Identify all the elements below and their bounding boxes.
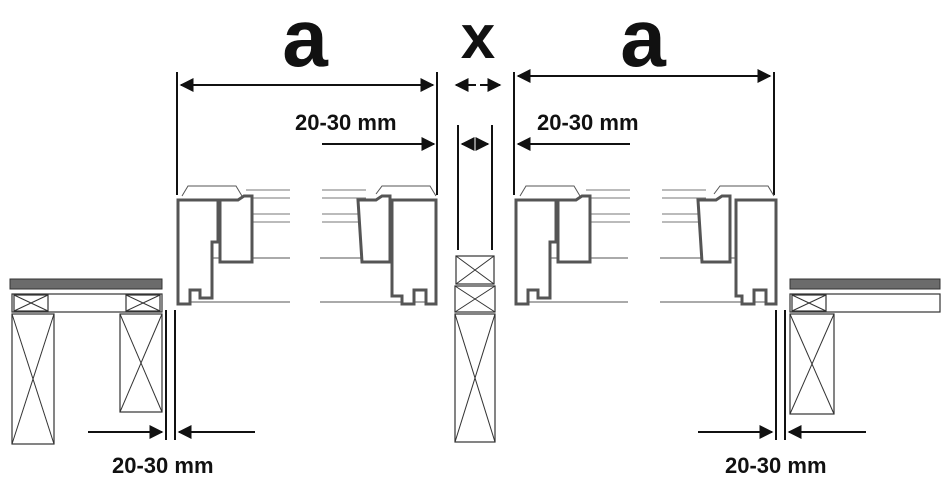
label-a-right: a — [620, 0, 667, 84]
dim-label-inner-right: 20-30 mm — [537, 110, 639, 135]
label-x: x — [461, 3, 496, 72]
dimension-bottom-right — [698, 310, 866, 440]
wall-construction-right — [789, 278, 941, 415]
dim-label-inner-left: 20-30 mm — [295, 110, 397, 135]
center-post — [454, 255, 496, 443]
window-profile-left-outer — [176, 185, 290, 306]
label-a-left: a — [282, 0, 329, 84]
wall-construction-left — [9, 278, 163, 445]
center-gap-marker — [457, 125, 493, 250]
dimension-a-left — [176, 72, 438, 195]
dimension-a-right — [513, 69, 775, 195]
dimension-bottom-left — [88, 310, 255, 440]
dim-label-bottom-left: 20-30 mm — [112, 453, 214, 478]
window-profile-left-inner — [322, 185, 438, 306]
window-profile-right-outer — [662, 185, 778, 306]
window-profile-right-inner — [514, 185, 630, 306]
dim-label-bottom-right: 20-30 mm — [725, 453, 827, 478]
